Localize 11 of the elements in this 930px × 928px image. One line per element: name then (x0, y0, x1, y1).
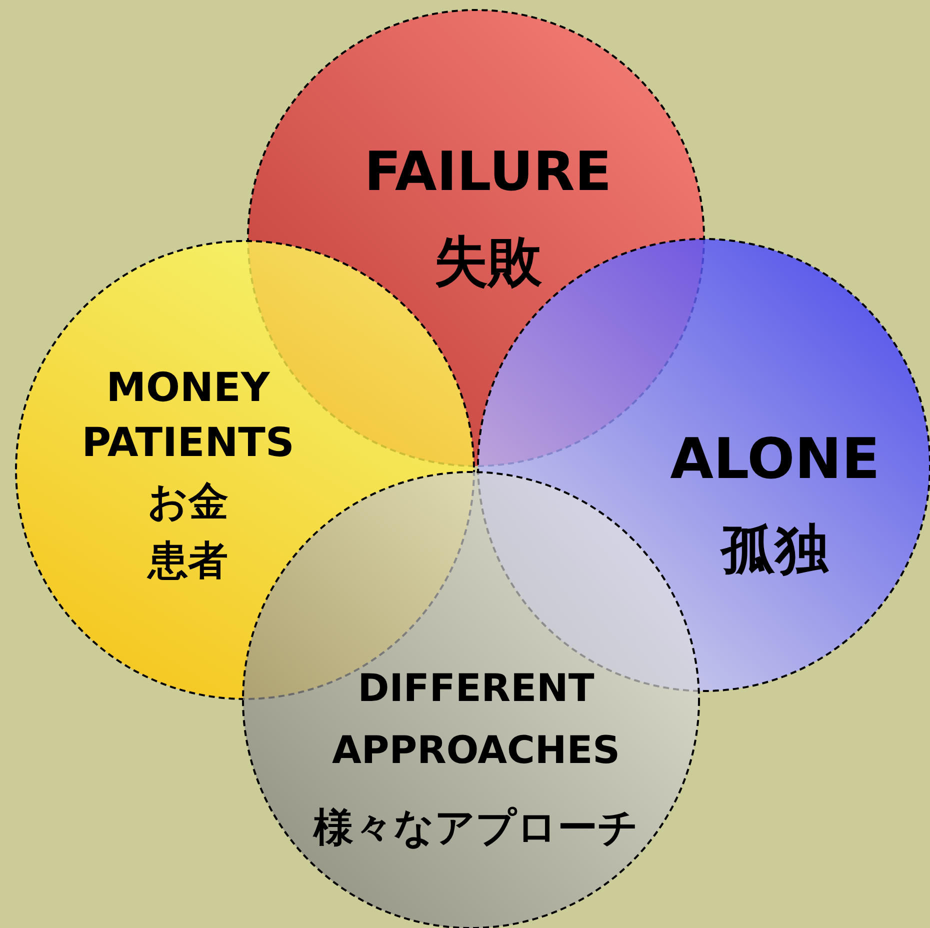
circle-label: MONEY (106, 368, 270, 408)
circle-label: 患者 (148, 541, 228, 581)
circle-label: FAILURE (364, 145, 612, 199)
circle-label: DIFFERENT (358, 669, 594, 707)
circle-label: APPROACHES (332, 731, 620, 769)
circle-label: 孤独 (721, 523, 829, 577)
circle-label: ALONE (670, 432, 880, 488)
circle-label: 失敗 (434, 235, 542, 289)
circle-label: PATIENTS (82, 423, 294, 463)
circle-label: お金 (148, 482, 228, 522)
circle-label: 様々なアプローチ (314, 808, 638, 848)
